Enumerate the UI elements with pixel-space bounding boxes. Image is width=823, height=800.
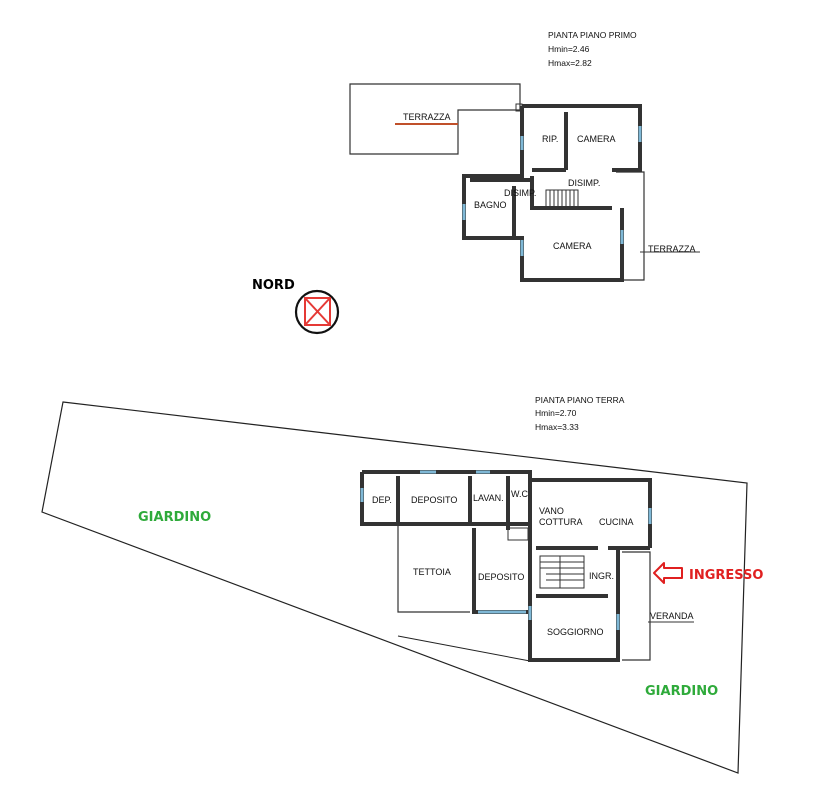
room-label-disimp-left: DISIMP.	[504, 188, 536, 198]
room-label-bagno: BAGNO	[474, 200, 507, 210]
ground-floor-hmax: Hmax=3.33	[535, 422, 579, 432]
compass-label: NORD	[252, 278, 295, 293]
room-label-disimp-right: DISIMP.	[568, 178, 600, 188]
room-label-deposito-bottom: DEPOSITO	[478, 572, 524, 582]
stairs-ground-floor	[539, 555, 585, 589]
tettoia-outline	[397, 526, 470, 613]
room-label-cottura: COTTURA	[539, 517, 583, 527]
room-label-cucina: CUCINA	[599, 517, 634, 527]
wall-main	[528, 480, 620, 662]
north-compass: NORD	[252, 278, 340, 335]
room-label-veranda: VERANDA	[650, 611, 694, 621]
room-label-soggiorno: SOGGIORNO	[547, 627, 604, 637]
room-label-terrazza-top: TERRAZZA	[403, 112, 451, 122]
room-label-wc: W.C	[511, 489, 528, 499]
first-floor-hmin: Hmin=2.46	[548, 44, 590, 54]
compass-square	[304, 297, 331, 326]
ingresso-marker: INGRESSO	[653, 562, 763, 584]
ground-floor-title: PIANTA PIANO TERRA	[535, 395, 625, 405]
giardino-right-label: GIARDINO	[645, 684, 718, 699]
compass-cross	[304, 297, 331, 326]
wall-kitchen-top	[530, 478, 652, 548]
room-label-rip: RIP.	[542, 134, 558, 144]
room-label-terrazza-side: TERRAZZA	[648, 244, 696, 254]
room-label-ingr: INGR.	[589, 571, 614, 581]
first-floor-hmax: Hmax=2.82	[548, 58, 592, 68]
lot-boundary	[41, 401, 748, 774]
entry-arrow-icon	[653, 562, 683, 584]
room-label-dep: DEP.	[372, 495, 392, 505]
first-floor-plan: PIANTA PIANO PRIMO Hmin=2.46 Hmax=2.82 T…	[349, 30, 700, 282]
boundary-inner-line	[397, 635, 531, 662]
room-label-camera-top: CAMERA	[577, 134, 616, 144]
compass-circle	[294, 289, 340, 335]
room-label-tettoia: TETTOIA	[413, 567, 451, 577]
ground-floor-plan: PIANTA PIANO TERRA Hmin=2.70 Hmax=3.33	[41, 395, 748, 774]
stairs-first-floor	[545, 189, 579, 209]
veranda-outline	[622, 551, 651, 661]
giardino-left-label: GIARDINO	[138, 510, 211, 525]
side-terrace-outline	[616, 171, 645, 281]
wall-deposito-bottom	[472, 528, 530, 614]
wall-outer	[462, 106, 624, 282]
room-label-camera-bottom: CAMERA	[553, 241, 592, 251]
wall-inner-corridor	[530, 176, 612, 210]
first-floor-title: PIANTA PIANO PRIMO	[548, 30, 637, 40]
ingresso-label: INGRESSO	[689, 568, 763, 583]
room-label-vano: VANO	[539, 506, 564, 516]
wc-step	[507, 527, 529, 541]
room-label-lavan: LAVAN.	[473, 493, 504, 503]
ground-floor-hmin: Hmin=2.70	[535, 408, 577, 418]
terrace-outline	[349, 83, 521, 155]
room-label-deposito-top: DEPOSITO	[411, 495, 457, 505]
